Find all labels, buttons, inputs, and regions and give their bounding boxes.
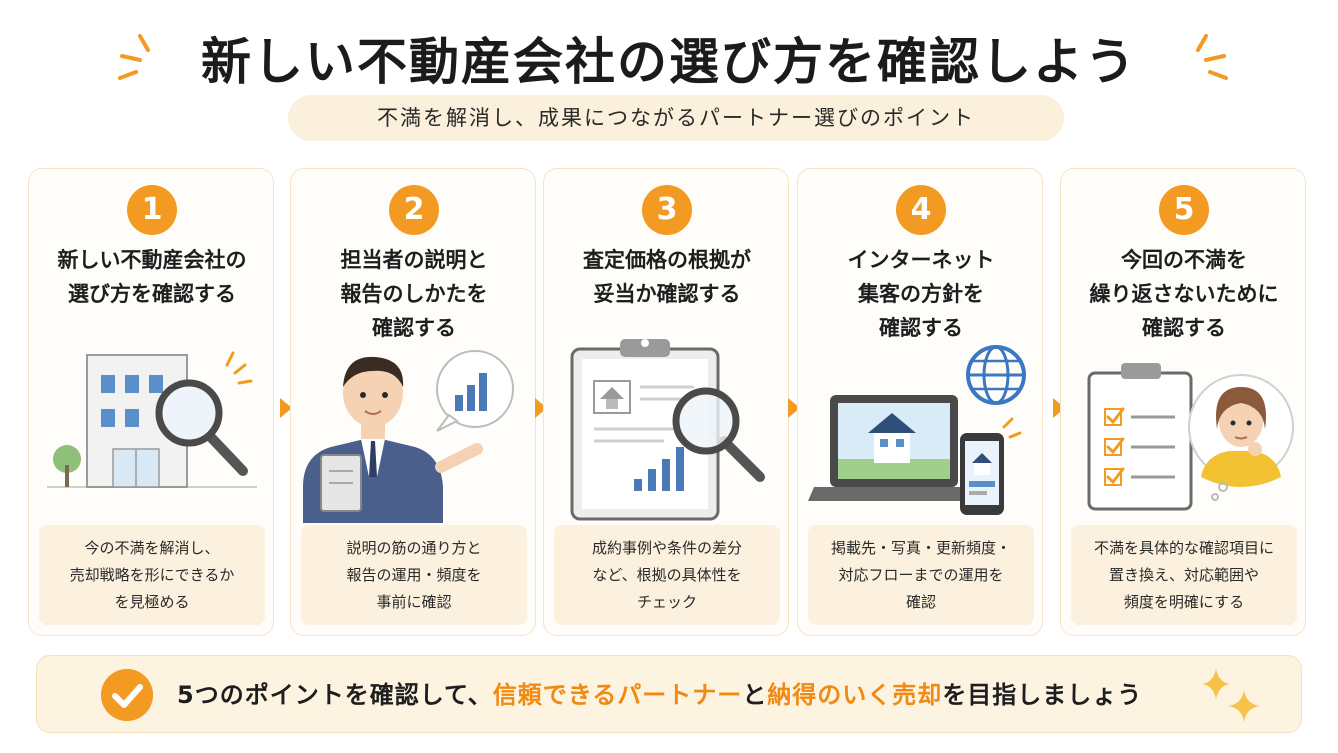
step-number-badge: 3: [642, 185, 692, 235]
laptop-phone-globe-icon: [808, 345, 1026, 515]
step-description: 説明の筋の通り方と 報告の運用・頻度を 事前に確認: [301, 525, 527, 625]
step-title: 今回の不満を 繰り返さないために 確認する: [1089, 248, 1279, 340]
chevron-right-icon: [1053, 398, 1065, 418]
step-card-1: 1 新しい不動産会社の 選び方を確認する 今の不満を解消し、 売却戦略を形にでき: [28, 168, 274, 636]
page-title: 新しい不動産会社の選び方を確認しよう: [201, 33, 1137, 91]
building-magnifier-icon: [47, 351, 257, 488]
step-description: 不満を具体的な確認項目に 置き換え、対応範囲や 頻度を明確にする: [1071, 525, 1297, 625]
checklist-woman-icon: [1087, 363, 1294, 511]
sparkle-icon: [1202, 668, 1260, 722]
check-circle-icon: [101, 669, 153, 721]
step-description: 掲載先・写真・更新頻度・ 対応フローまでの運用を 確認: [808, 525, 1034, 625]
step-title: 新しい不動産会社の 選び方を確認する: [57, 248, 247, 306]
step-number-badge: 5: [1159, 185, 1209, 235]
burst-lines-icon: [1196, 34, 1228, 80]
step-description: 今の不満を解消し、 売却戦略を形にできるか を見極める: [39, 525, 265, 625]
chevron-right-icon: [535, 398, 547, 418]
steps-row: 1 新しい不動産会社の 選び方を確認する 今の不満を解消し、 売却戦略を形にでき: [28, 168, 1308, 636]
agent-presenting-chart-icon: [303, 350, 514, 523]
chevron-right-icon: [788, 398, 800, 418]
step-card-4: 4 インターネット 集客の方針を 確認する: [797, 168, 1043, 636]
step-description: 成約事例や条件の差分 など、根拠の具体性を チェック: [554, 525, 780, 625]
step-title: インターネット 集客の方針を 確認する: [847, 248, 995, 340]
step-number-badge: 2: [389, 185, 439, 235]
summary-text: 5つのポイントを確認して、信頼できるパートナーと納得のいく売却を目指しましょう: [177, 681, 1143, 709]
step-number-badge: 1: [127, 185, 177, 235]
clipboard-magnifier-icon: [570, 339, 765, 521]
burst-lines-icon: [118, 34, 150, 80]
step-number-badge: 4: [896, 185, 946, 235]
summary-banner: 5つのポイントを確認して、信頼できるパートナーと納得のいく売却を目指しましょう: [36, 655, 1302, 733]
step-title: 担当者の説明と 報告のしかたを 確認する: [340, 248, 488, 340]
subtitle-pill: 不満を解消し、成果につながるパートナー選びのポイント: [288, 95, 1064, 141]
step-card-2: 2 担当者の説明と 報告のしかたを 確認する 説明の筋の通り: [290, 168, 536, 636]
step-title: 査定価格の根拠が 妥当か確認する: [583, 248, 751, 306]
chevron-right-icon: [280, 398, 292, 418]
step-card-3: 3 査定価格の根拠が 妥当か確認する 成約事例や条件の差分: [543, 168, 789, 636]
step-card-5: 5 今回の不満を 繰り返さないために 確認する: [1060, 168, 1306, 636]
